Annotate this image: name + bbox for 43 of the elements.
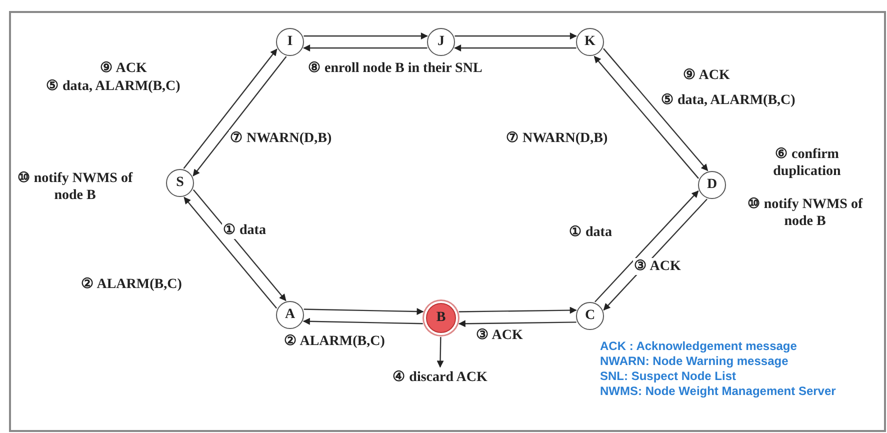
abbreviation-note: NWARN: Node Warning message	[600, 354, 790, 369]
edge-label: ⑤ data, ALARM(B,C)	[45, 78, 182, 95]
arrow	[304, 308, 424, 316]
abbreviation-note: SNL: Suspect Node List	[600, 369, 738, 384]
arrow	[458, 306, 577, 314]
edge-label: ⑤ data, ALARM(B,C)	[660, 92, 796, 109]
edge-label: ② ALARM(B,C)	[80, 276, 183, 293]
arrow	[184, 196, 278, 309]
edge-label: ② ALARM(B,C)	[283, 333, 386, 350]
node-circle: S	[166, 169, 194, 197]
arrow	[603, 48, 708, 172]
arrow	[183, 48, 278, 169]
arrow	[192, 189, 286, 302]
edge-label: ① data	[222, 222, 267, 239]
message-label: ⑧ enroll node B in their SNL	[308, 60, 482, 77]
step-text: ④ discard ACK	[385, 367, 495, 387]
highlighted-node-circle: B	[426, 303, 456, 333]
message-label: ⑨ ACK	[100, 60, 147, 77]
edge-label: ⑦ NWARN(D,B)	[229, 130, 333, 147]
edge-label: ③ ACK	[633, 258, 682, 275]
node-circle: D	[698, 171, 726, 199]
node-note: ⑩ notify NWMS of node B	[16, 170, 134, 204]
arrow	[436, 336, 444, 368]
arrow	[192, 56, 287, 176]
message-label: ⑨ ACK	[683, 67, 730, 84]
node-circle: C	[576, 302, 604, 330]
node-circle: K	[576, 28, 604, 56]
arrow	[458, 320, 576, 328]
node-note: ⑥ confirm duplication	[772, 146, 842, 180]
arrow	[594, 190, 699, 302]
abbreviation-note: ACK : Acknowledgement message	[600, 339, 798, 354]
arrow	[304, 32, 428, 40]
edge-label: ⑦ NWARN(D,B)	[505, 130, 609, 147]
arrow	[303, 44, 428, 52]
node-circle: J	[427, 28, 455, 56]
arrow	[454, 44, 576, 52]
node-note: ⑩ notify NWMS of node B	[746, 196, 864, 230]
arrow	[454, 32, 577, 40]
abbreviation-note: NWMS: Node Weight Management Server	[600, 384, 837, 399]
node-circle: I	[276, 28, 304, 56]
arrow	[594, 56, 699, 179]
arrow	[302, 318, 423, 325]
node-circle: A	[276, 301, 304, 329]
